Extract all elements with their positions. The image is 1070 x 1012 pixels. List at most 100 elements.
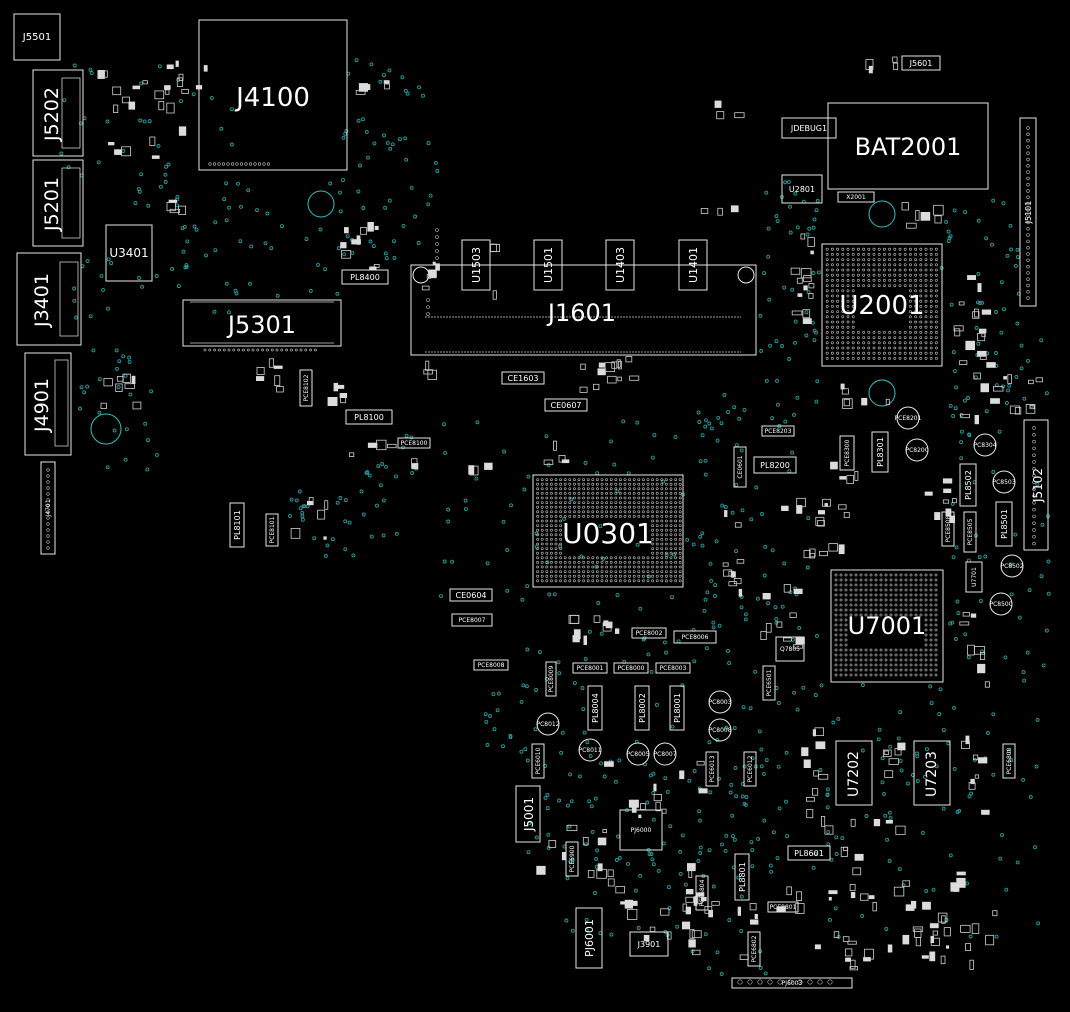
bat2001-part[interactable]: BAT2001 (827, 102, 989, 190)
pl8004-part[interactable]: PL8004 (587, 685, 603, 731)
pce8300-part[interactable]: PCE8300 (839, 435, 855, 471)
pce6501-part[interactable]: PCE6501 (762, 665, 776, 701)
svg-text:U0301: U0301 (562, 517, 654, 550)
ce0604-part[interactable]: CE0604 (449, 588, 493, 602)
pl8501-part[interactable]: PL8501 (995, 501, 1013, 547)
u1401-part[interactable]: U1401 (678, 239, 708, 291)
pc8011-part[interactable]: PC8011 (578, 738, 602, 762)
svg-text:PCE8009: PCE8009 (548, 665, 555, 692)
pc8007-part[interactable]: PC8007 (653, 742, 677, 766)
u3401-part[interactable]: U3401 (105, 224, 153, 282)
j4901-part[interactable]: J4901 (24, 352, 72, 456)
u7202-part[interactable]: U7202 (835, 740, 873, 806)
pce8100-part[interactable]: PCE8100 (397, 437, 431, 449)
pc8200-part[interactable]: PC8200 (905, 438, 929, 462)
j5201-part[interactable]: J5201 (32, 159, 84, 247)
j4100-part[interactable]: J4100 (198, 19, 348, 171)
svg-text:PL8004: PL8004 (591, 693, 600, 723)
pc8005-part[interactable]: PC8005 (626, 742, 650, 766)
pce8003-part[interactable]: PCE8003 (655, 662, 691, 674)
q7805-part[interactable]: Q7805 (775, 636, 805, 662)
j5001-part[interactable]: J5001 (515, 785, 541, 843)
ce0607-part[interactable]: CE0607 (544, 398, 588, 412)
pl8101-part[interactable]: PL8101 (229, 502, 245, 548)
j5202-part[interactable]: J5202 (32, 69, 84, 157)
j5501-part[interactable]: J5501 (13, 13, 61, 61)
pl8301-part[interactable]: PL8301 (871, 431, 889, 473)
svg-text:PC8011: PC8011 (578, 747, 601, 754)
pce8102-part[interactable]: PCE8102 (299, 369, 313, 407)
ce1603-part[interactable]: CE1603 (501, 371, 545, 385)
pce8201-part[interactable]: PCE8201 (895, 406, 922, 430)
j5101-part[interactable]: J5101 (1019, 117, 1037, 307)
pc8502-part[interactable]: PC8502 (1000, 554, 1024, 578)
ce0601-part[interactable]: CE0601 (733, 446, 747, 488)
u0301-part[interactable]: U0301 (532, 474, 684, 588)
svg-text:J3401: J3401 (31, 273, 53, 328)
pc8304-part[interactable]: PC8304 (973, 433, 997, 457)
u2801-part[interactable]: U2801 (781, 174, 823, 204)
svg-text:J1601: J1601 (546, 299, 616, 327)
svg-text:PL8002: PL8002 (638, 693, 647, 723)
pce8008-part[interactable]: PCE8008 (473, 659, 509, 671)
pce8505-part[interactable]: PCE8505 (963, 511, 977, 553)
j5601-part[interactable]: J5601 (901, 55, 941, 71)
pl8100-part[interactable]: PL8100 (345, 409, 393, 425)
u7001-part[interactable]: U7001 (830, 569, 944, 683)
svg-text:PCE6010: PCE6010 (535, 747, 542, 774)
u1501-part[interactable]: U1501 (533, 239, 563, 291)
svg-text:PCE6800: PCE6800 (1006, 747, 1013, 774)
pl8200-part[interactable]: PL8200 (753, 456, 797, 474)
pc8003-part[interactable]: PC8003 (708, 690, 732, 714)
pce8002-part[interactable]: PCE8002 (631, 627, 667, 639)
svg-text:U3401: U3401 (109, 246, 148, 260)
pce8000-part[interactable]: PCE8000 (613, 662, 649, 674)
pc8008-part[interactable]: PC8008 (708, 718, 732, 742)
pc8503-part[interactable]: PC8503 (992, 470, 1016, 494)
pl8801-part[interactable]: PL8801 (734, 853, 750, 901)
pce6010-part[interactable]: PCE6010 (531, 743, 545, 779)
j1601-part[interactable]: J1601 (410, 264, 757, 356)
svg-text:U7203: U7203 (924, 751, 940, 797)
pc8012-part[interactable]: PC8012 (536, 712, 560, 736)
pce6802-part[interactable]: PCE6802 (747, 931, 761, 967)
svg-text:J5601: J5601 (909, 59, 933, 68)
svg-text:U1503: U1503 (470, 247, 483, 283)
pl8002-part[interactable]: PL8002 (634, 685, 650, 731)
j3401-part[interactable]: J3401 (16, 252, 82, 346)
pce8007-part[interactable]: PCE8007 (451, 613, 493, 627)
svg-text:PC8005: PC8005 (626, 751, 649, 758)
svg-text:PCE8000: PCE8000 (618, 665, 645, 672)
pj6000-part[interactable]: PJ6000 (619, 809, 663, 851)
pce8006-part[interactable]: PCE8006 (673, 630, 717, 644)
pl8001-part[interactable]: PL8001 (669, 685, 685, 731)
svg-text:Q7805: Q7805 (780, 646, 800, 653)
pl8601-part[interactable]: PL8601 (787, 845, 831, 861)
pce6013-part[interactable]: PCE6013 (705, 751, 719, 787)
pce6012-part[interactable]: PCE6012 (743, 751, 757, 787)
small-components (46, 56, 1043, 985)
jdebug1-part[interactable]: JDEBUG1 (781, 117, 837, 139)
x2001-part[interactable]: X2001 (837, 191, 875, 203)
pce8009-part[interactable]: PCE8009 (545, 661, 557, 697)
u7203-part[interactable]: U7203 (913, 740, 951, 806)
pce8101-part[interactable]: PCE8101 (265, 513, 279, 547)
pj6001-part[interactable]: PJ6001 (575, 907, 603, 969)
svg-text:PL8501: PL8501 (1000, 509, 1009, 539)
u1503-part[interactable]: U1503 (461, 239, 491, 291)
pc8500-part[interactable]: PC8500 (989, 592, 1013, 616)
u7701-part[interactable]: U7701 (965, 561, 983, 593)
j4701-part[interactable]: J4701 (40, 461, 56, 555)
svg-text:CE1603: CE1603 (508, 374, 539, 383)
pl8400-part[interactable]: PL8400 (341, 269, 389, 285)
u2001-part[interactable]: U2001 (821, 243, 943, 367)
j5301-part[interactable]: J5301 (182, 299, 342, 347)
pce8001-part[interactable]: PCE8001 (572, 662, 608, 674)
pce6800-part[interactable]: PCE6800 (1002, 743, 1016, 779)
pl8502-part[interactable]: PL8502 (959, 463, 977, 507)
pj6003-part[interactable]: PJ6003 (731, 977, 853, 989)
svg-text:U7001: U7001 (848, 612, 927, 640)
pce8203-part[interactable]: PCE8203 (761, 425, 795, 437)
u1403-part[interactable]: U1403 (605, 239, 635, 291)
j3901-part[interactable]: J3901 (629, 931, 669, 957)
